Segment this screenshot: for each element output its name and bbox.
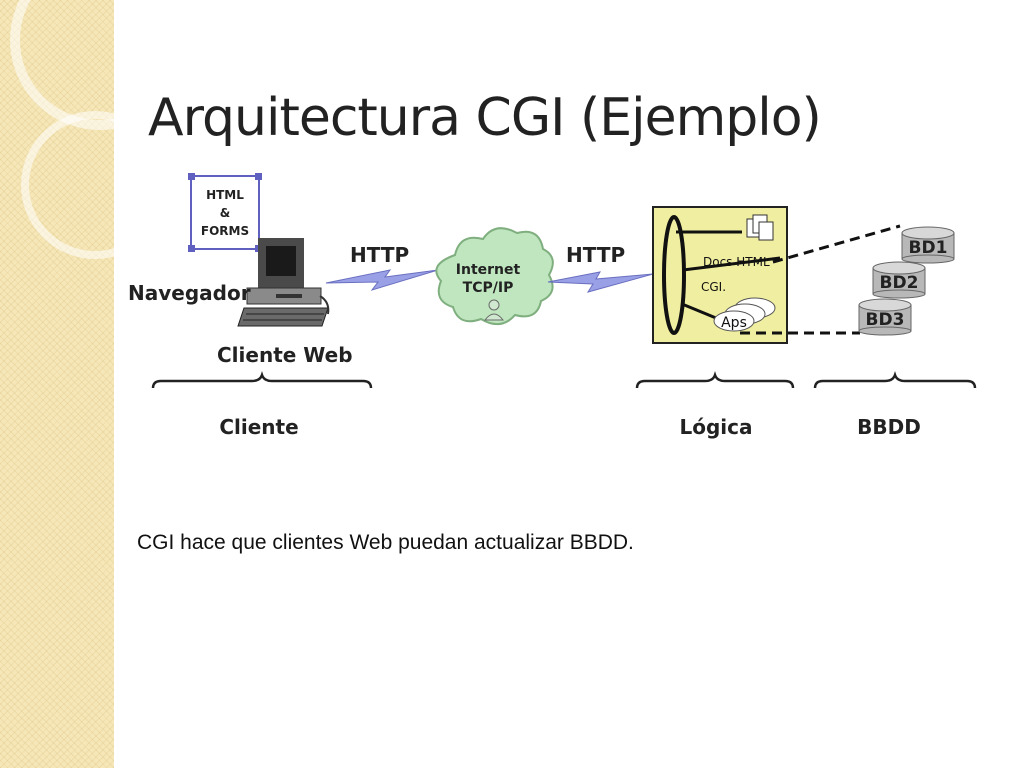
brace-cliente [151,371,373,389]
cloud-line-1: Internet [456,262,521,278]
slide-title: Arquitectura CGI (Ejemplo) [148,88,822,148]
bd2-label: BD2 [880,273,919,293]
server-docs-label: Docs HTML [703,255,770,269]
doc-icon-line-2: & [220,206,230,220]
tier-label-bbdd: BBDD [857,415,921,439]
http-left-label: HTTP [350,243,409,267]
bd3-label: BD3 [866,310,905,330]
dashed-connector-top [772,224,901,264]
bd1-label: BD1 [909,238,948,258]
doc-icon-line-1: HTML [206,188,244,202]
server-cgi-label: CGI. [701,280,726,294]
computer-icon [237,238,330,327]
database-bd1: BD1 [901,226,955,264]
cliente-web-label: Cliente Web [217,343,353,367]
doc-icon-line-3: FORMS [201,224,249,238]
tier-label-cliente: Cliente [219,415,298,439]
http-link-left [325,269,439,291]
database-bd3: BD3 [858,298,912,336]
server-aps-label: Aps [721,315,747,331]
navegador-label: Navegador [128,281,251,305]
slide-caption: CGI hace que clientes Web puedan actuali… [137,531,634,554]
tier-label-logica: Lógica [679,415,752,439]
internet-cloud: Internet TCP/IP [435,227,554,326]
decorative-arcs [10,0,190,259]
http-right-label: HTTP [566,243,625,267]
server-box: Docs HTML CGI. Aps [652,206,788,344]
brace-logica [635,371,795,389]
brace-bbdd [813,371,977,389]
database-bd2: BD2 [872,261,926,299]
html-forms-document-icon: HTML & FORMS [188,173,262,252]
cloud-line-2: TCP/IP [463,280,514,296]
http-link-right [547,271,654,293]
